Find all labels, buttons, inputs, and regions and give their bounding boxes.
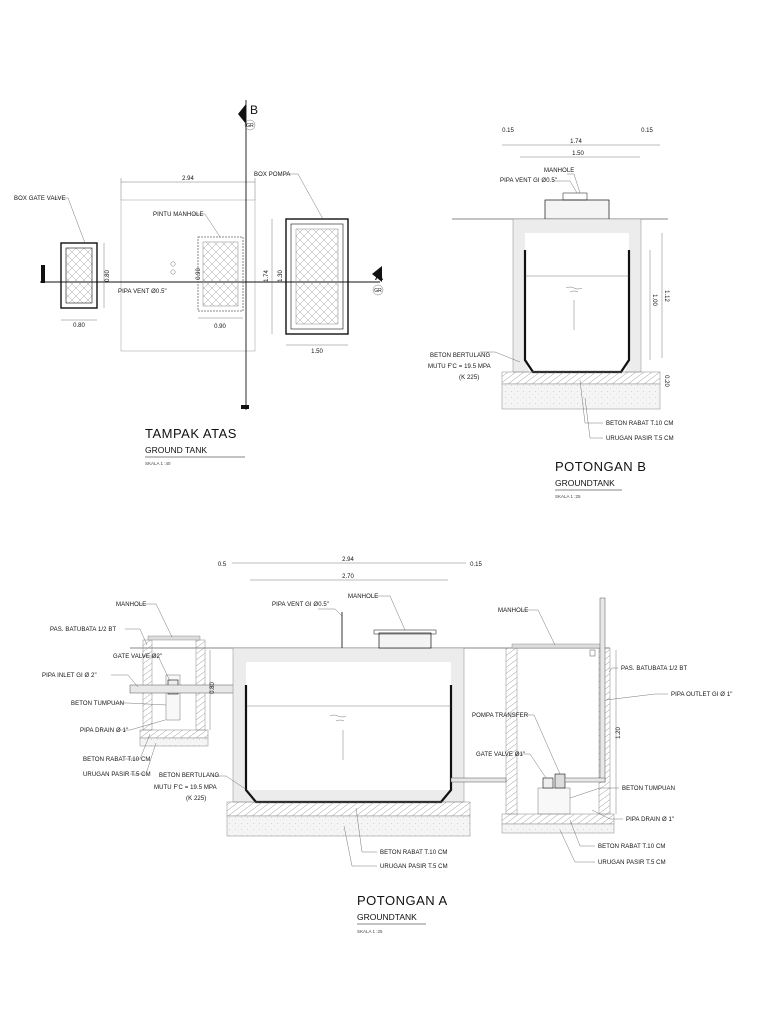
beton-rabat-layer	[501, 371, 661, 385]
label-beton-rabat-right: BETON RABAT T.10 CM	[598, 844, 665, 850]
label-beton-bertulang: BETON BERTULANG	[159, 773, 220, 779]
outlet-pipe	[599, 597, 606, 783]
section-a-arrow-icon	[372, 266, 382, 282]
manhole-cover	[197, 236, 244, 312]
plan-subtitle: GROUND TANK	[145, 445, 207, 455]
label-pipa-vent: PIPA VENT Ø0.5"	[118, 289, 167, 295]
dim-label: 1.74	[264, 270, 270, 282]
label-beton-rabat-mid: BETON RABAT T.10 CM	[380, 850, 447, 856]
dim-label: 1.50	[572, 151, 584, 157]
plan-view: 2.94 B GR A GR BOX GATE VALVE 0.80 0.80 …	[14, 100, 384, 466]
section-b-subtitle: GROUNDTANK	[555, 478, 615, 488]
dim-label: 0.80	[105, 270, 111, 282]
label-pipa-outlet: PIPA OUTLET GI Ø 1"	[671, 692, 733, 698]
section-a-view: 0.5 2.94 0.15 2.70 0.80 MANHOLE PAS. BAT…	[42, 557, 733, 934]
label-beton-tumpuan-right: BETON TUMPUAN	[622, 786, 675, 792]
label-box-gate-valve: BOX GATE VALVE	[14, 196, 66, 202]
dim-label: 0.20	[663, 375, 669, 387]
dim-label: 1.12	[663, 290, 669, 302]
dim-label: 0.5	[218, 562, 227, 568]
section-b-view: 0.15 1.74 0.15 1.50 MANHOLE PIPA VENT GI…	[428, 128, 674, 499]
label-pipa-drain-right: PIPA DRAIN Ø 1"	[626, 817, 674, 823]
label-urugan-pasir-left: URUGAN PASIR T.5 CM	[83, 772, 151, 778]
label-manhole-right: MANHOLE	[498, 608, 528, 614]
plan-title: TAMPAK ATAS	[145, 426, 237, 441]
section-b-scale: SKALA 1 :25	[555, 494, 581, 499]
dim-label: 0.15	[641, 128, 653, 134]
dim-label: 0.90	[214, 324, 226, 330]
label-urugan-pasir-mid: URUGAN PASIR T.5 CM	[380, 864, 448, 870]
dim-label: 1.30	[278, 270, 284, 282]
section-a-code: GR	[374, 288, 382, 294]
dim-label: 0.15	[470, 562, 482, 568]
label-urugan-pasir-right: URUGAN PASIR T.5 CM	[598, 860, 666, 866]
dim-label: 0.90	[196, 268, 202, 280]
dim-label: 2.70	[342, 574, 354, 580]
label-k225: (K 225)	[186, 796, 206, 802]
label-pipa-inlet: PIPA INLET GI Ø 2"	[42, 673, 97, 679]
label-pipa-vent: PIPA VENT GI Ø0.5"	[500, 178, 557, 184]
box-gate-valve	[60, 242, 98, 309]
beton-rabat-layer	[226, 801, 471, 817]
section-a-letter: A	[375, 269, 383, 283]
label-manhole-left: MANHOLE	[116, 602, 146, 608]
plan-scale: SKALA 1 :40	[145, 461, 171, 466]
section-a-subtitle: GROUNDTANK	[357, 912, 417, 922]
label-mutu: MUTU F'C = 19.5 MPA	[154, 785, 217, 791]
label-mutu: MUTU F'C = 19.5 MPA	[428, 364, 491, 370]
label-gate-valve-1: GATE VALVE Ø1"	[476, 752, 525, 758]
dim-label: 1.50	[311, 349, 323, 355]
label-manhole: MANHOLE	[544, 168, 574, 174]
label-box-pompa: BOX POMPA	[254, 172, 290, 178]
label-pintu-manhole: PINTU MANHOLE	[153, 212, 204, 218]
section-b-title: POTONGAN B	[555, 459, 646, 474]
label-urugan-pasir: URUGAN PASIR T.5 CM	[606, 436, 674, 442]
label-gate-valve-2: GATE VALVE Ø2"	[113, 654, 162, 660]
dim-label: 2.94	[342, 557, 354, 563]
label-beton-rabat: BETON RABAT T.10 CM	[606, 421, 673, 427]
section-a-title: POTONGAN A	[357, 893, 448, 908]
dim-label: 1.74	[570, 139, 582, 145]
section-a-scale: SKALA 1 :25	[357, 929, 383, 934]
label-beton-bertulang: BETON BERTULANG	[430, 353, 491, 359]
dim-label: 0.80	[73, 323, 85, 329]
dim-label: 0.15	[502, 128, 514, 134]
label-pompa-transfer: POMPA TRANSFER	[472, 713, 529, 719]
box-pompa	[285, 218, 349, 335]
section-b-arrow-icon	[238, 104, 246, 124]
dim-label: 2.94	[182, 176, 194, 182]
label-pipa-vent: PIPA VENT GI Ø0.5"	[272, 602, 329, 608]
pump-chamber	[501, 643, 615, 834]
label-pipa-drain-left: PIPA DRAIN Ø 1"	[80, 728, 128, 734]
label-beton-tumpuan-left: BETON TUMPUAN	[71, 701, 124, 707]
tank-outline	[120, 199, 256, 352]
inlet-pipe	[129, 684, 251, 694]
label-manhole-mid: MANHOLE	[348, 594, 378, 600]
label-k225: (K 225)	[459, 375, 479, 381]
section-b-letter: B	[250, 103, 258, 117]
label-pas-batubata-left: PAS. BATUBATA 1/2 BT	[50, 627, 116, 633]
dim-label: 1.00	[651, 294, 657, 306]
label-pas-batubata-right: PAS. BATUBATA 1/2 BT	[621, 666, 687, 672]
label-beton-rabat-left: BETON RABAT T.10 CM	[83, 757, 150, 763]
dim-label: 0.80	[210, 682, 216, 694]
section-b-code: GR	[246, 123, 254, 129]
dim-label: 1.20	[616, 727, 622, 739]
